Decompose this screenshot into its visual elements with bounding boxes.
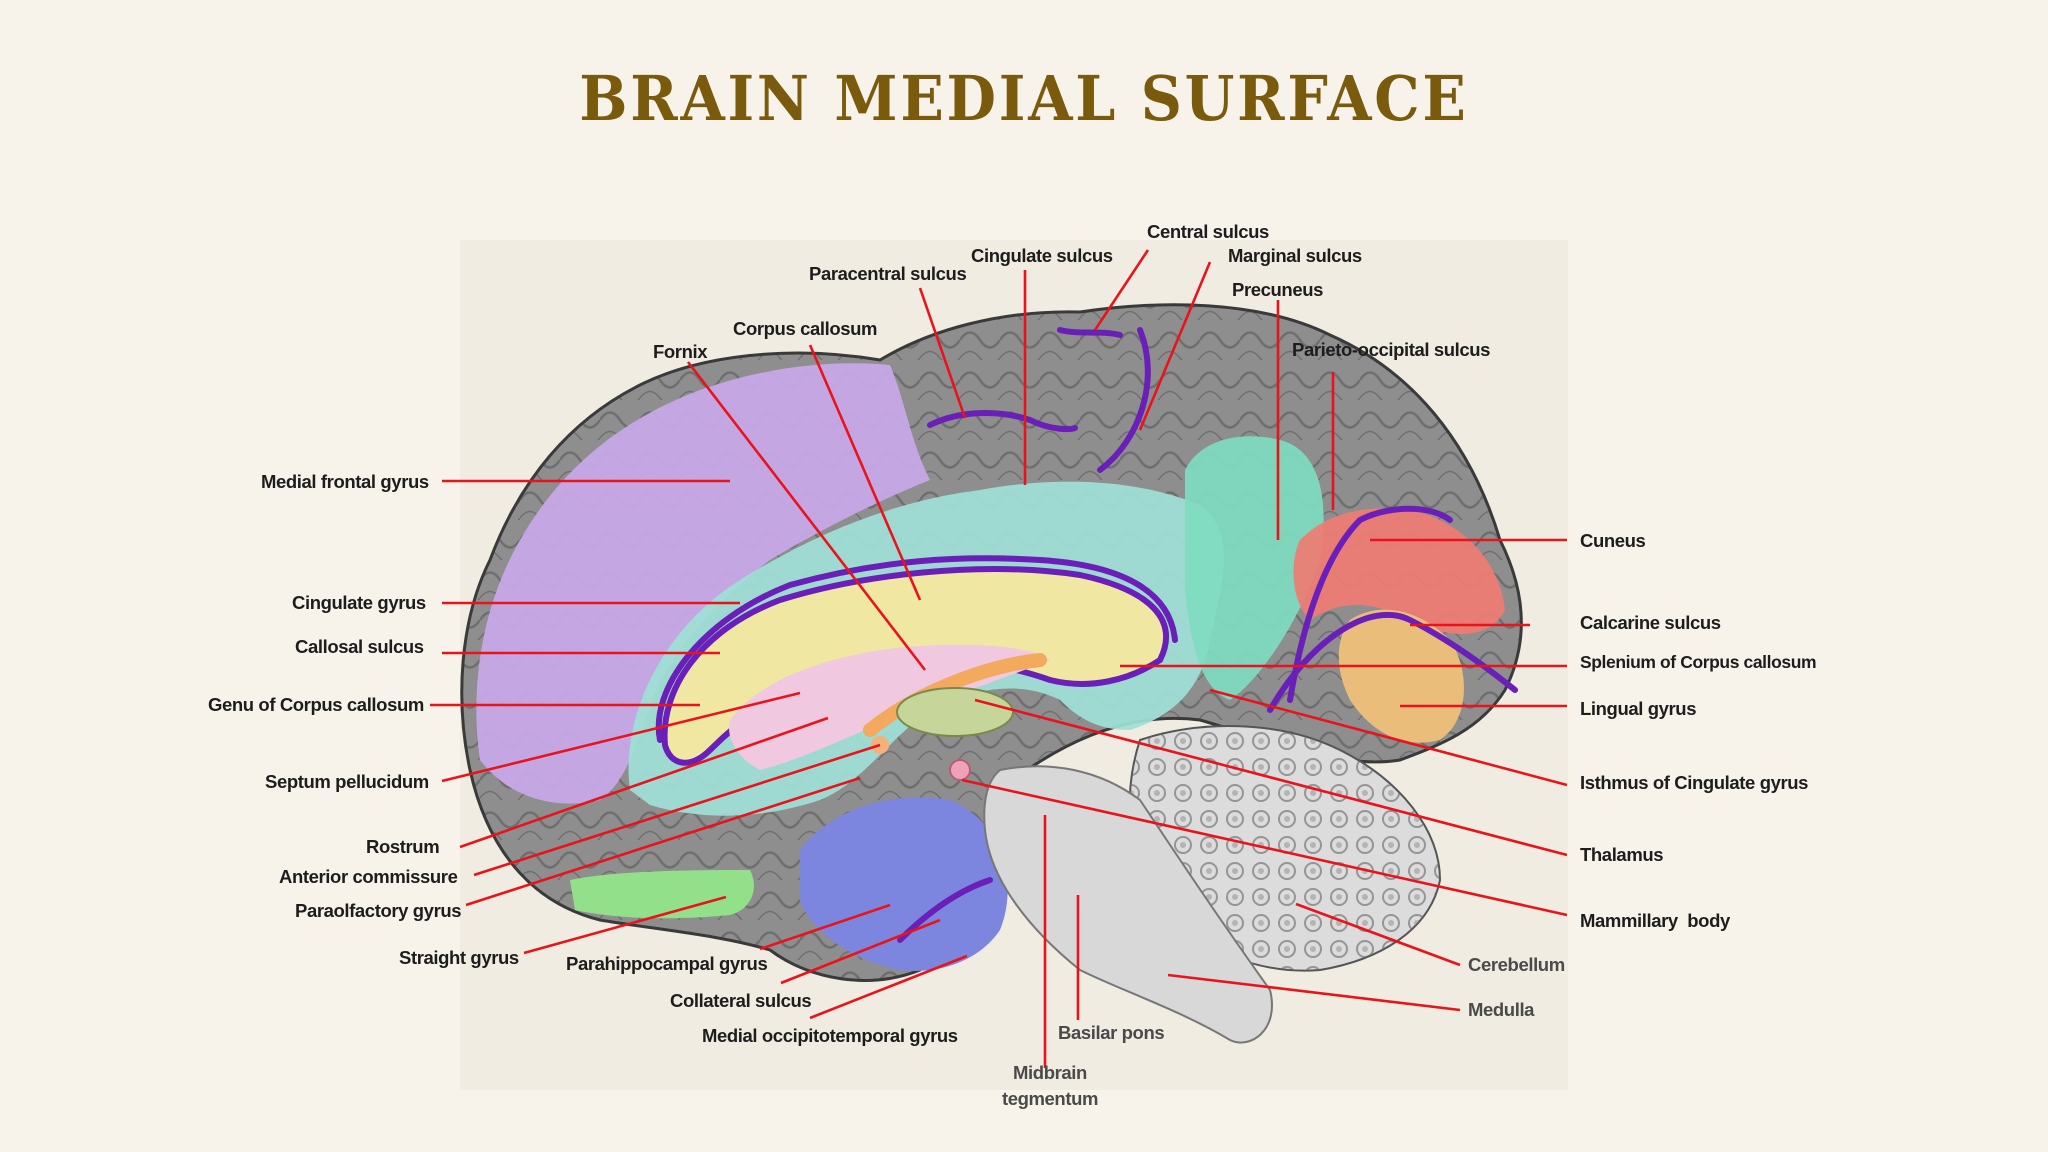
- central-sulcus-line: [1057, 327, 1123, 338]
- label-medulla: Medulla: [1468, 999, 1535, 1020]
- parieto-occipital-sulcus-line: [1287, 505, 1453, 703]
- leader-parahippocampal-gyrus: [759, 903, 891, 951]
- leader-thalamus: [974, 698, 1568, 857]
- marginal-sulcus-line: [1097, 327, 1151, 473]
- leader-medulla: [1167, 973, 1461, 1012]
- page-title: BRAIN MEDIAL SURFACE: [579, 62, 1469, 135]
- label-mammillary-body: Mammillary body: [1580, 910, 1730, 931]
- leader-central-sulcus: [1093, 249, 1150, 331]
- label-central-sulcus: Central sulcus: [1147, 221, 1269, 242]
- label-lingual-gyrus: Lingual gyrus: [1580, 698, 1697, 719]
- label-midbrain-line2: tegmentum: [1001, 1088, 1099, 1109]
- leader-corpus-callosum: [808, 344, 922, 601]
- straight-gyrus-region: [570, 870, 754, 919]
- label-medial-frontal-gyrus: Medial frontal gyrus: [261, 471, 429, 492]
- label-paracentral-sulcus: Paracentral sulcus: [809, 263, 967, 284]
- label-thalamus: Thalamus: [1580, 844, 1664, 865]
- thalamus-region: [896, 687, 1014, 737]
- parahippocampal-gyrus-region: [800, 797, 1008, 971]
- label-splenium: Splenium of Corpus callosum: [1580, 652, 1817, 672]
- label-precuneus: Precuneus: [1232, 279, 1323, 300]
- leader-marginal-sulcus: [1138, 261, 1212, 431]
- leader-anterior-commissure: [473, 743, 881, 877]
- label-marginal-sulcus: Marginal sulcus: [1228, 245, 1362, 266]
- label-medial-occipitotemporal-gyrus: Medial occipitotemporal gyrus: [702, 1025, 958, 1046]
- label-anterior-commissure: Anterior commissure: [279, 866, 458, 887]
- leader-isthmus: [1209, 688, 1568, 787]
- leader-collateral-sulcus: [780, 918, 941, 985]
- label-rostrum: Rostrum: [366, 836, 440, 857]
- leader-septum-pellucidum: [441, 691, 801, 783]
- label-straight-gyrus: Straight gyrus: [399, 947, 519, 968]
- leader-paracentral-sulcus: [918, 287, 967, 419]
- label-genu: Genu of Corpus callosum: [208, 694, 424, 715]
- medial-frontal-gyrus-region: [476, 363, 930, 804]
- fornix-region: [863, 653, 1047, 737]
- label-parieto-occipital-sulcus: Parieto-occipital sulcus: [1292, 339, 1491, 360]
- leader-lines: [430, 249, 1568, 1068]
- precuneus-region: [1185, 436, 1324, 700]
- leader-fornix: [686, 361, 927, 671]
- label-isthmus: Isthmus of Cingulate gyrus: [1580, 772, 1809, 793]
- label-cerebellum: Cerebellum: [1468, 954, 1565, 975]
- leader-cerebellum: [1295, 902, 1461, 967]
- label-corpus-callosum: Corpus callosum: [733, 318, 878, 339]
- label-paraolfactory-gyrus: Paraolfactory gyrus: [295, 900, 462, 921]
- label-callosal-sulcus: Callosal sulcus: [295, 636, 424, 657]
- label-cuneus: Cuneus: [1580, 530, 1646, 551]
- label-midbrain-tegmentum: Midbrain tegmentum: [990, 1060, 1110, 1112]
- label-septum-pellucidum: Septum pellucidum: [265, 771, 429, 792]
- label-cingulate-sulcus: Cingulate sulcus: [971, 245, 1113, 266]
- brainstem-region: [983, 765, 1273, 1044]
- leader-medial-occipitotemporal-gyrus: [809, 954, 968, 1020]
- leader-mammillary-body: [961, 778, 1568, 917]
- label-collateral-sulcus: Collateral sulcus: [670, 990, 812, 1011]
- leader-straight-gyrus: [523, 895, 727, 955]
- label-midbrain-line1: Midbrain: [1013, 1062, 1087, 1083]
- leader-paraolfactory-gyrus: [465, 776, 861, 907]
- mammillary-body-region: [949, 759, 971, 781]
- lingual-gyrus-region: [1338, 609, 1464, 743]
- label-fornix: Fornix: [653, 341, 708, 362]
- label-cingulate-gyrus: Cingulate gyrus: [292, 592, 426, 613]
- label-parahippocampal-gyrus: Parahippocampal gyrus: [566, 953, 768, 974]
- label-calcarine-sulcus: Calcarine sulcus: [1580, 612, 1721, 633]
- label-basilar-pons: Basilar pons: [1058, 1022, 1165, 1043]
- leader-rostrum: [459, 716, 829, 849]
